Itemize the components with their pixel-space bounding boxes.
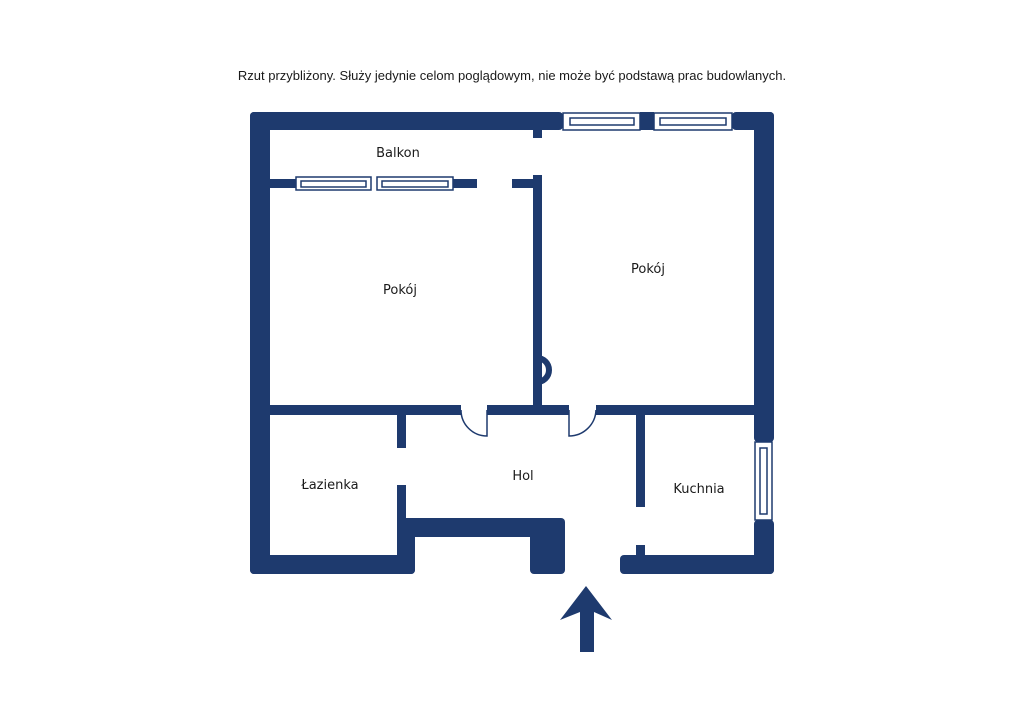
window-top-2 [653,112,733,131]
room-label-hol: Hol [512,469,533,484]
window-balcony-1 [295,176,372,191]
walls [250,112,774,574]
wall-top-mid [640,112,654,130]
room-label-lazienka: Łazienka [300,478,358,493]
room-label-balkon: Balkon [376,146,420,161]
wall-bottom-right [620,555,774,574]
room-label-pokoj-left: Pokój [383,283,417,298]
wall-top-left [250,112,563,130]
wall-bathroom-upper [397,415,406,448]
door-left-room [460,409,488,437]
wall-room-partition-top [533,130,542,138]
door-partition [536,355,552,385]
wall-balcony-stub-mid [453,179,477,188]
disclaimer-note: Rzut przybliżony. Służy jedynie celom po… [237,68,787,83]
wall-bottom-left [250,555,415,574]
doors [460,355,597,437]
window-top-1 [562,112,641,131]
wall-hol-bottom [397,518,549,537]
wall-right-upper [754,112,774,442]
room-label-kuchnia: Kuchnia [673,482,724,497]
wall-hol-bottom-right-drop [530,518,565,574]
arrow-up-icon [560,586,612,652]
wall-kitchen-upper [636,415,645,507]
wall-balcony-stub-right [512,179,542,188]
room-label-pokoj-right: Pokój [631,262,665,277]
wall-kitchen-lower [636,545,645,557]
wall-room-partition [533,175,542,413]
wall-balcony-stub-left [270,179,296,188]
window-balcony-2 [376,176,454,191]
wall-left [250,112,270,574]
door-right-room [568,409,597,437]
wall-hol-bottom-left-drop [397,518,415,574]
wall-middle-3 [596,405,756,415]
wall-middle-2 [487,405,569,415]
wall-middle-1 [270,405,461,415]
windows [295,112,773,521]
window-kitchen [754,441,773,521]
